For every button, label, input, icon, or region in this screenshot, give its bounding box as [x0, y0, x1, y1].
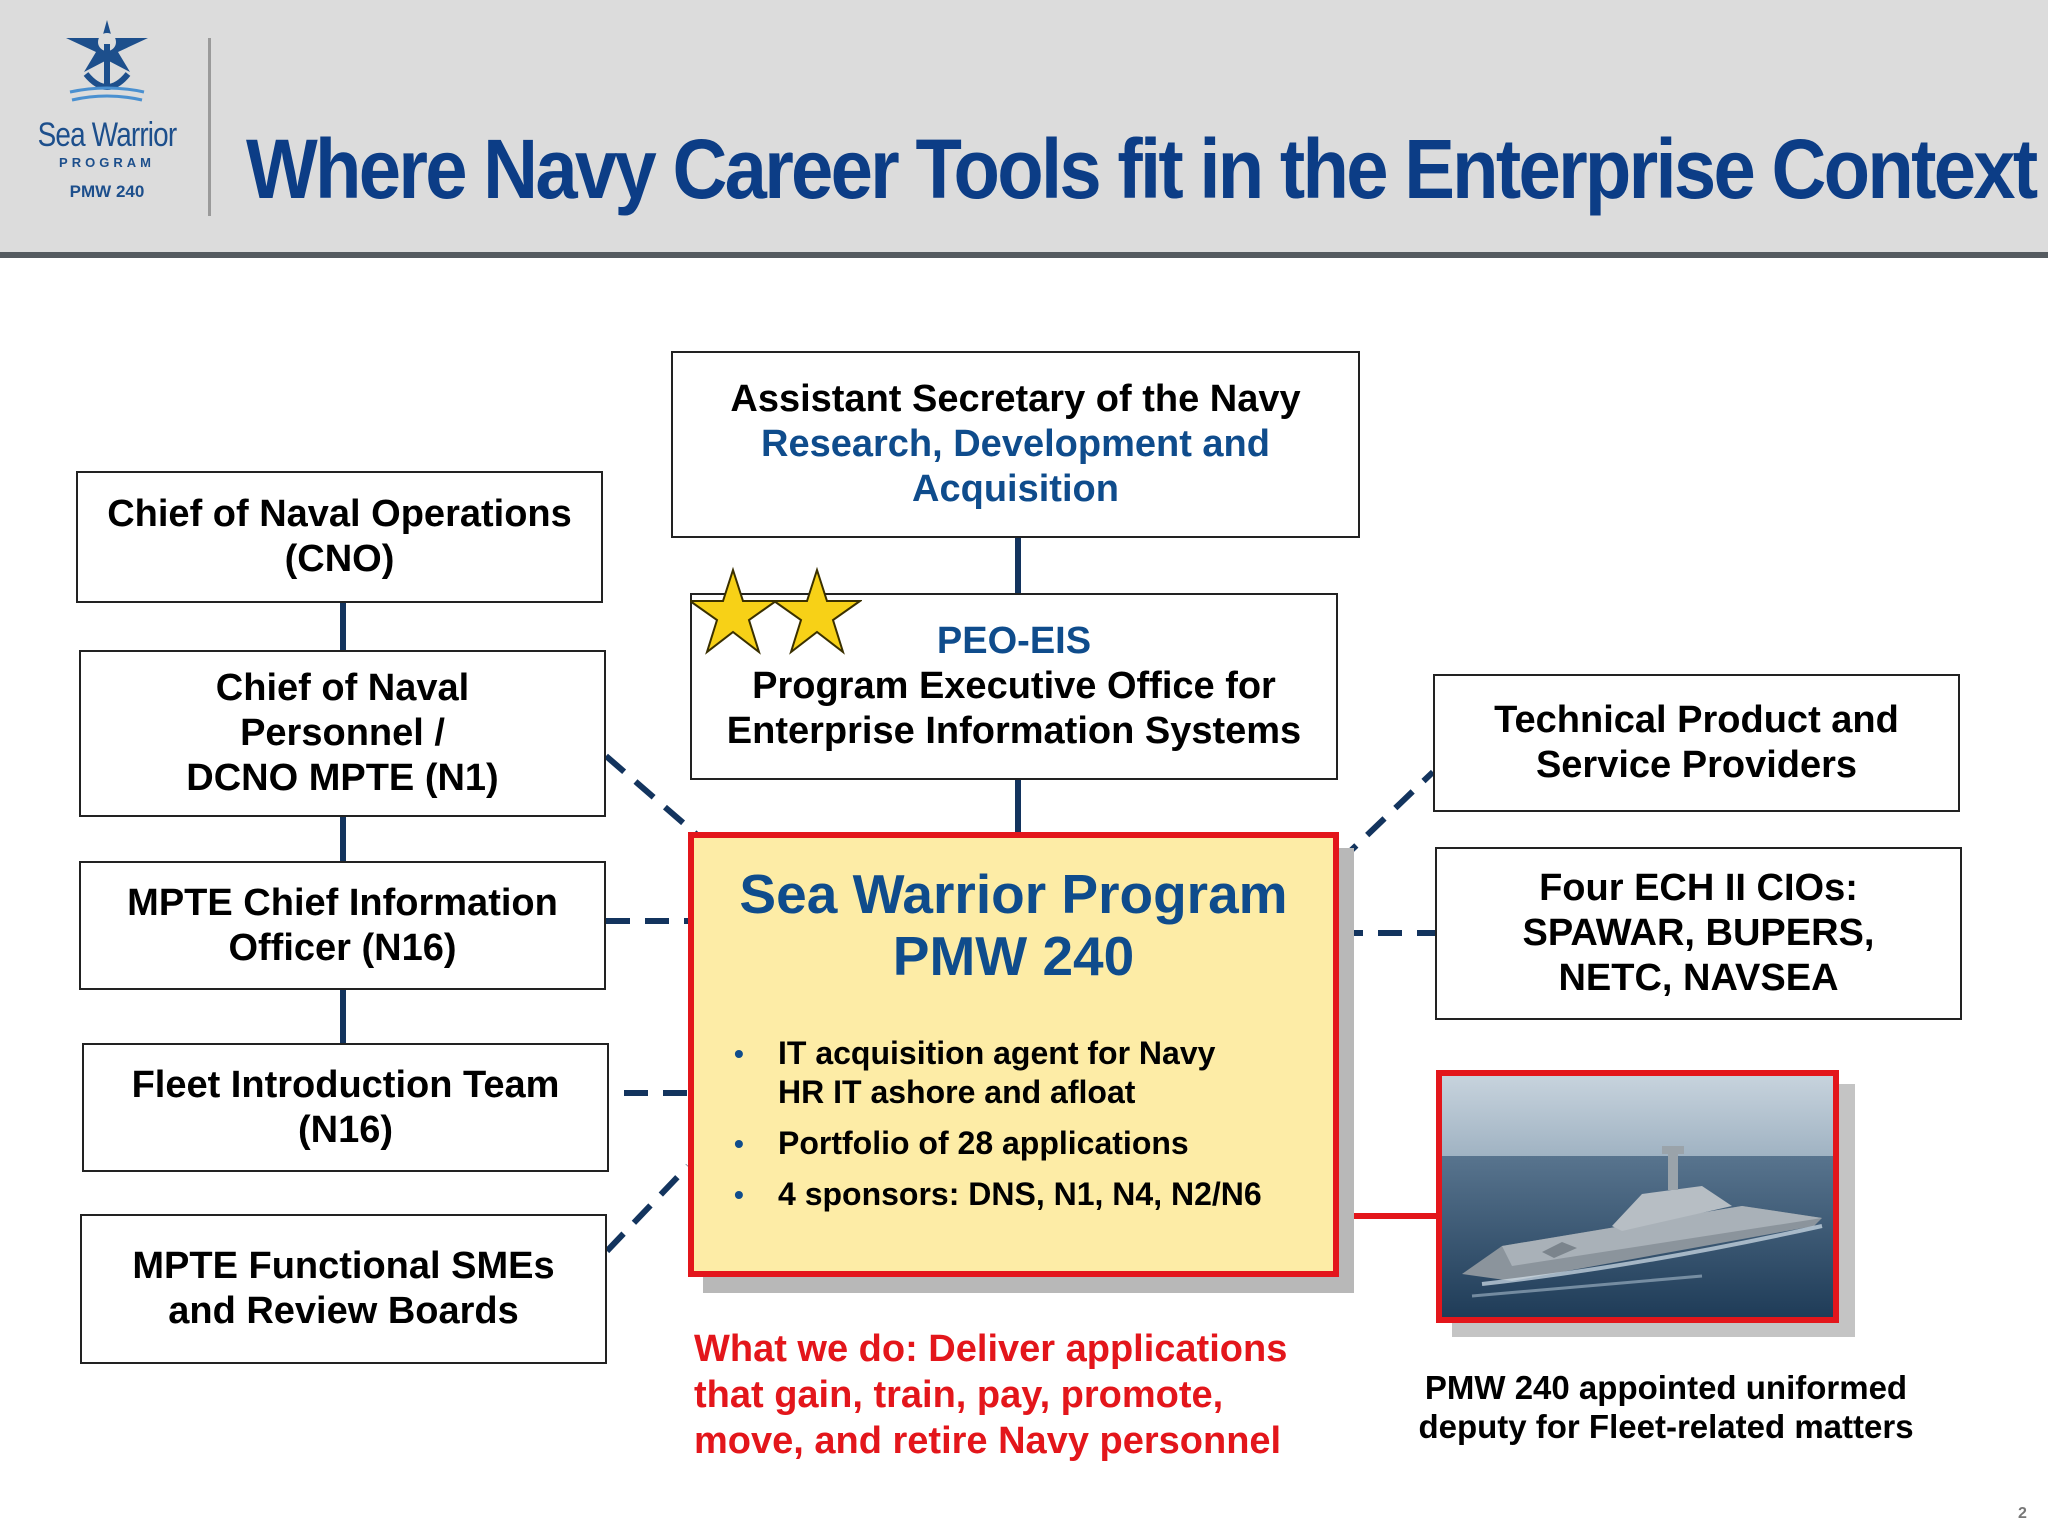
- tps-line-1: Technical Product and: [1494, 698, 1899, 743]
- cno-line-1: Chief of Naval Operations: [107, 492, 572, 537]
- peo-line-1: PEO-EIS: [937, 619, 1091, 664]
- bullet-icon: •: [734, 1124, 744, 1163]
- peo-line-2: Program Executive Office for: [752, 664, 1276, 709]
- mpte-smes-box: MPTE Functional SMEs and Review Boards: [80, 1214, 607, 1364]
- sea-warrior-title-line-1: Sea Warrior Program: [694, 863, 1333, 925]
- deputy-line-2: deputy for Fleet-related matters: [1386, 1407, 1946, 1446]
- tps-line-2: Service Providers: [1536, 743, 1857, 788]
- fleet-intro-team-box: Fleet Introduction Team (N16): [82, 1043, 609, 1172]
- cio-line-1: MPTE Chief Information: [127, 881, 558, 926]
- tech-providers-box: Technical Product and Service Providers: [1433, 674, 1960, 812]
- fit-line-2: (N16): [298, 1108, 393, 1153]
- asn-line-3: Acquisition: [912, 467, 1119, 512]
- bullet-3-line-1: 4 sponsors: DNS, N1, N4, N2/N6: [778, 1175, 1262, 1214]
- ech-line-3: NETC, NAVSEA: [1558, 956, 1838, 1001]
- bullet-icon: •: [734, 1034, 744, 1073]
- cnp-line-2: Personnel /: [240, 711, 445, 756]
- sea-warrior-bullet-list: • IT acquisition agent for Navy HR IT as…: [734, 1034, 1262, 1226]
- cnp-sw-dashed-connector: [606, 756, 696, 834]
- ech-line-1: Four ECH II CIOs:: [1539, 866, 1858, 911]
- bullet-1-line-2: HR IT ashore and afloat: [778, 1073, 1262, 1112]
- list-item: • 4 sponsors: DNS, N1, N4, N2/N6: [734, 1175, 1262, 1214]
- deputy-line-1: PMW 240 appointed uniformed: [1386, 1368, 1946, 1407]
- cio-line-2: Officer (N16): [228, 926, 456, 971]
- sme-sw-dashed-connector: [607, 1166, 688, 1251]
- asn-line-2: Research, Development and: [761, 422, 1270, 467]
- sme-line-2: and Review Boards: [168, 1289, 519, 1334]
- list-item: • IT acquisition agent for Navy HR IT as…: [734, 1034, 1262, 1112]
- cnp-box: Chief of Naval Personnel / DCNO MPTE (N1…: [79, 650, 606, 817]
- cno-box: Chief of Naval Operations (CNO): [76, 471, 603, 603]
- sea-warrior-title-line-2: PMW 240: [694, 925, 1333, 987]
- page-number: 2: [2018, 1505, 2027, 1523]
- ship-photo: [1436, 1070, 1839, 1323]
- cnp-line-1: Chief of Naval: [216, 666, 469, 711]
- what-we-do-line-2: that gain, train, pay, promote,: [694, 1372, 1354, 1418]
- cno-line-2: (CNO): [285, 537, 395, 582]
- cnp-line-3: DCNO MPTE (N1): [186, 756, 498, 801]
- fit-line-1: Fleet Introduction Team: [132, 1063, 560, 1108]
- mpte-cio-box: MPTE Chief Information Officer (N16): [79, 861, 606, 990]
- what-we-do-text: What we do: Deliver applications that ga…: [694, 1326, 1354, 1464]
- bullet-1-line-1: IT acquisition agent for Navy: [778, 1034, 1262, 1073]
- asn-line-1: Assistant Secretary of the Navy: [730, 377, 1300, 422]
- littoral-combat-ship-photo: [1442, 1076, 1833, 1317]
- sea-warrior-box: Sea Warrior Program PMW 240 • IT acquisi…: [688, 832, 1339, 1277]
- two-gold-stars-icon: [690, 566, 862, 660]
- sme-line-1: MPTE Functional SMEs: [132, 1244, 554, 1289]
- ech-cios-box: Four ECH II CIOs: SPAWAR, BUPERS, NETC, …: [1435, 847, 1962, 1020]
- sea-warrior-title: Sea Warrior Program PMW 240: [694, 863, 1333, 987]
- bullet-icon: •: [734, 1175, 744, 1214]
- what-we-do-line-1: What we do: Deliver applications: [694, 1326, 1354, 1372]
- what-we-do-line-3: move, and retire Navy personnel: [694, 1418, 1354, 1464]
- ech-line-2: SPAWAR, BUPERS,: [1523, 911, 1875, 956]
- list-item: • Portfolio of 28 applications: [734, 1124, 1262, 1163]
- bullet-2-line-1: Portfolio of 28 applications: [778, 1124, 1262, 1163]
- peo-line-3: Enterprise Information Systems: [727, 709, 1301, 754]
- deputy-caption: PMW 240 appointed uniformed deputy for F…: [1386, 1368, 1946, 1446]
- asn-rda-box: Assistant Secretary of the Navy Research…: [671, 351, 1360, 538]
